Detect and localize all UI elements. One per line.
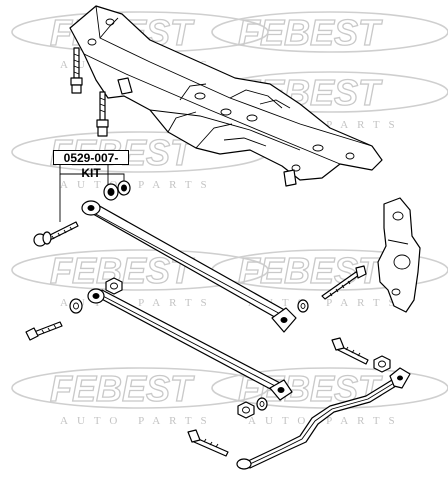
adjusting-bolt (33, 221, 79, 247)
watermark-7: FEBEST AUTO PARTS (11, 367, 269, 427)
watermark-tagline: AUTO PARTS (248, 297, 404, 309)
bolt-bottom (187, 429, 229, 457)
washer-1 (69, 298, 83, 314)
bolt-left-short (25, 321, 63, 341)
watermark-tagline: AUTO PARTS (60, 415, 216, 427)
lateral-rod (236, 367, 411, 470)
subframe-bolt-2 (96, 91, 109, 137)
kit-bushing-1 (103, 183, 119, 201)
nut-3 (237, 401, 255, 419)
watermark-brand: FEBEST (238, 12, 383, 53)
watermark-tagline: AUTO PARTS (60, 297, 216, 309)
nut-2 (373, 355, 391, 373)
rear-knuckle (377, 197, 421, 313)
bolt-long-right (321, 265, 367, 300)
upper-control-arm (81, 200, 297, 333)
watermark-tagline: AUTO PARTS (60, 179, 216, 191)
callout-leaders (59, 165, 125, 222)
watermark-2: FEBEST (211, 11, 448, 54)
rear-subframe (69, 5, 383, 187)
washer-3 (256, 397, 268, 411)
washer-2 (297, 299, 309, 313)
part-number-label[interactable]: 0529-007-KIT (53, 150, 129, 180)
nut-1 (105, 277, 123, 295)
lower-control-arm (87, 288, 293, 401)
bolt-lower-right (331, 337, 369, 365)
kit-bushing-2 (117, 180, 131, 196)
watermark-brand: FEBEST (50, 368, 195, 409)
subframe-bolt-1 (70, 47, 83, 94)
subframe-holes (87, 18, 355, 172)
